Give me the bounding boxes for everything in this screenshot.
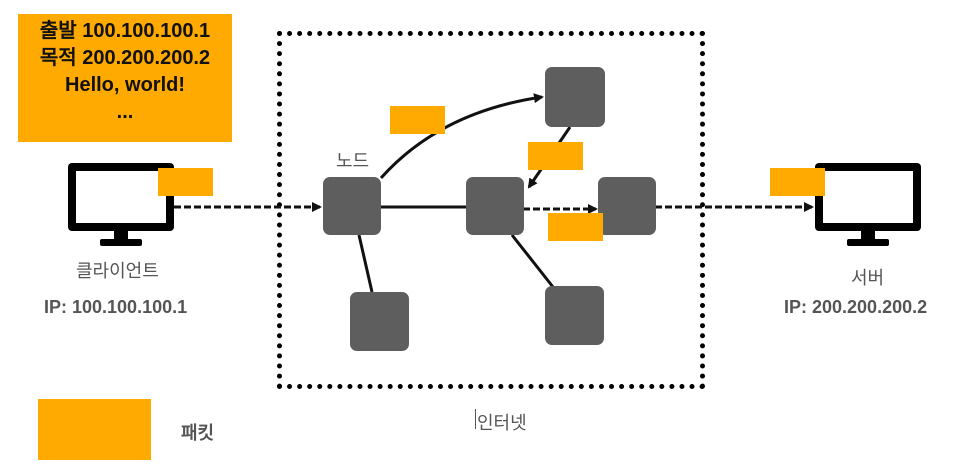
packet-at-server <box>770 168 825 196</box>
client-monitor-icon <box>68 163 174 246</box>
packets-in-transit <box>158 106 825 241</box>
router-node-top <box>545 67 605 127</box>
router-node-center <box>466 177 524 235</box>
router-node-bottom-left <box>350 292 409 351</box>
server-label: 서버 <box>851 268 885 288</box>
internet-label: 인터넷 <box>477 413 527 433</box>
packet-destination: 목적 200.200.200.2 <box>39 47 211 69</box>
packet-at-client <box>158 168 213 196</box>
client-label: 클라이언트 <box>76 261 159 281</box>
packet-source: 출발 100.100.100.1 <box>39 20 211 42</box>
internet-boundary <box>277 31 705 389</box>
node-label: 노드 <box>336 151 370 171</box>
center-to-bottom-right-link <box>510 234 555 288</box>
packet-info-box: 출발 100.100.100.1 목적 200.200.200.2 Hello,… <box>18 14 232 142</box>
router-node-right <box>598 177 656 235</box>
router-nodes <box>323 67 656 351</box>
node-to-bottom-left-link <box>357 234 374 293</box>
legend-packet-label: 패킷 <box>181 423 215 443</box>
packet-payload: Hello, world! <box>65 74 185 96</box>
packet-ellipsis: ... <box>116 101 134 123</box>
packet-near-top-node <box>528 142 583 170</box>
router-node-entry <box>323 177 381 235</box>
router-node-bottom-right <box>545 286 604 345</box>
server-ip: IP: 200.200.200.2 <box>784 297 928 317</box>
legend-packet-swatch <box>38 399 151 460</box>
server-monitor-icon <box>815 163 921 246</box>
text-cursor <box>475 409 476 429</box>
packet-center-right <box>548 213 603 241</box>
client-ip: IP: 100.100.100.1 <box>44 297 188 317</box>
node-to-top-curved-arrow <box>379 93 544 180</box>
packet-on-curve <box>390 106 445 134</box>
